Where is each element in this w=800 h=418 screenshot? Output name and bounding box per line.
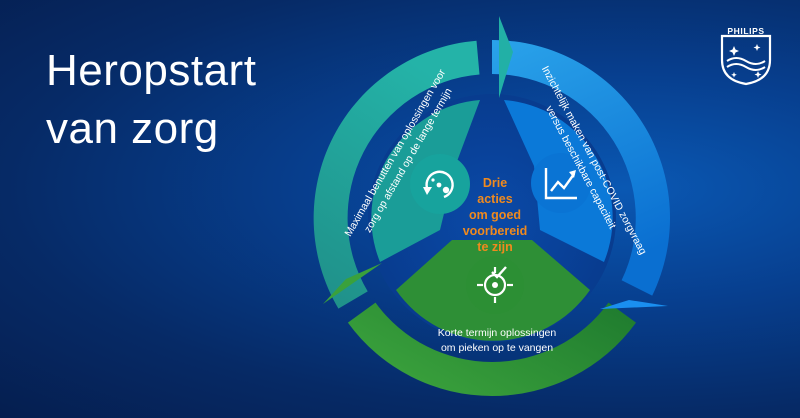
philips-shield-icon bbox=[720, 34, 772, 86]
arrow-head-right bbox=[600, 300, 668, 309]
center-line-4: voorbereid bbox=[462, 224, 528, 238]
center-label: Drie acties om goed voorbereid te zijn bbox=[450, 175, 540, 255]
title-line-2: van zorg bbox=[46, 104, 219, 153]
page-title: Heropstart van zorg bbox=[46, 42, 256, 158]
arrow-head-top bbox=[499, 16, 513, 98]
label-bottom-line-2: om pieken op te vangen bbox=[441, 342, 553, 354]
target-check-icon bbox=[466, 256, 524, 314]
segment-right-band bbox=[492, 40, 671, 296]
arrow-head-left bbox=[323, 263, 382, 304]
center-line-2: acties bbox=[477, 192, 513, 206]
segment-top-left-band bbox=[313, 40, 480, 309]
label-bottom: Korte termijn oplossingen om pieken op t… bbox=[438, 327, 557, 354]
circular-arrow-dots-icon bbox=[410, 154, 470, 214]
title-line-1: Heropstart bbox=[46, 46, 257, 95]
segment-bottom-band bbox=[347, 302, 636, 397]
line-chart-icon bbox=[531, 153, 591, 213]
label-bottom-line-1: Korte termijn oplossingen bbox=[438, 327, 557, 339]
center-line-1: Drie bbox=[482, 176, 508, 190]
center-line-3: om goed bbox=[468, 208, 522, 222]
center-line-5: te zijn bbox=[477, 240, 513, 254]
brand-name: PHILIPS bbox=[727, 26, 765, 36]
